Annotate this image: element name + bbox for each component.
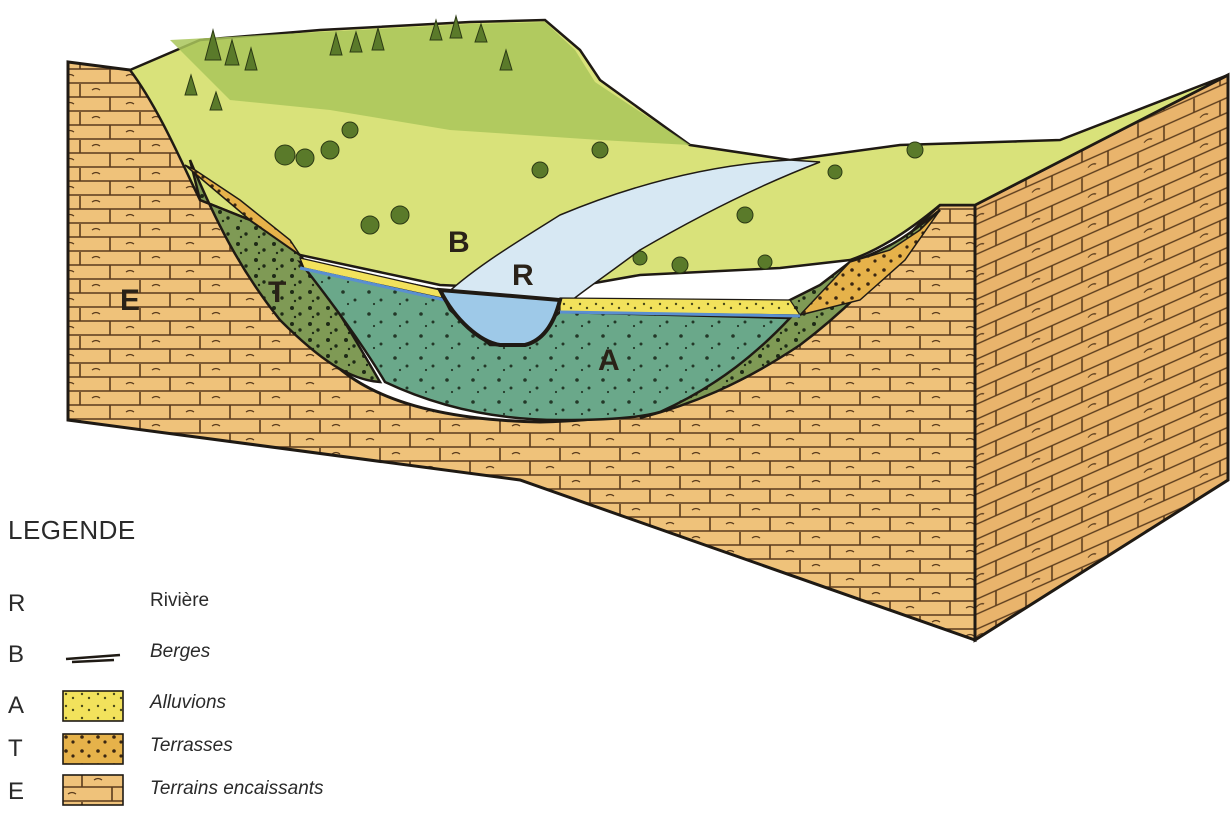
legend-label: Alluvions <box>150 692 226 714</box>
label-r: R <box>512 259 534 292</box>
legend-code: T <box>8 735 38 763</box>
label-a: A <box>598 344 620 377</box>
legend-code: R <box>8 590 38 618</box>
legend-label: Berges <box>150 641 210 663</box>
legend-label: Rivière <box>150 590 209 612</box>
bank-line-icon <box>62 643 124 675</box>
legend-label: Terrains encaissants <box>150 778 324 800</box>
bedrock-swatch-icon <box>62 774 124 806</box>
legend-code: B <box>8 641 38 669</box>
legend-title: LEGENDE <box>8 515 136 546</box>
legend-code: E <box>8 778 38 806</box>
legend-code: A <box>8 692 38 720</box>
terrace-swatch-icon <box>62 733 124 765</box>
label-e: E <box>120 284 140 317</box>
legend-label: Terrasses <box>150 735 233 757</box>
label-t: T <box>268 276 286 309</box>
alluvium-swatch-icon <box>62 690 124 722</box>
label-b: B <box>448 226 470 259</box>
